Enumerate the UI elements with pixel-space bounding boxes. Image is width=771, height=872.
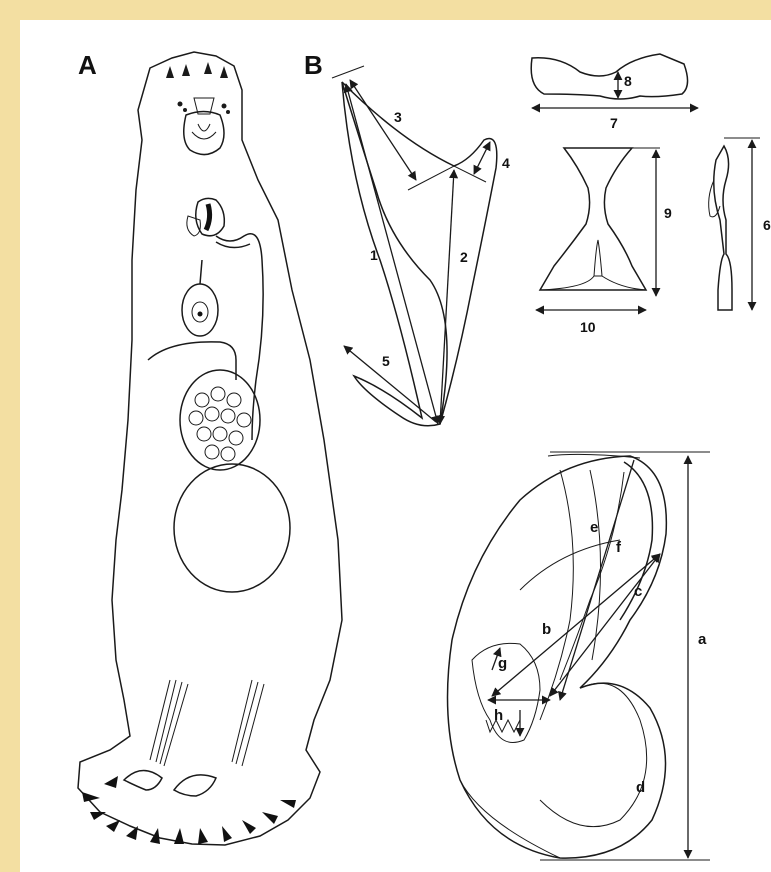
measure-e-label: e bbox=[590, 519, 598, 536]
lateral-view-drawing: a b c d e f g h bbox=[448, 452, 711, 860]
measure-1-arrow bbox=[346, 84, 438, 424]
measure-2-label: 2 bbox=[460, 249, 468, 265]
measure-6-label: 6 bbox=[763, 217, 771, 233]
measure-g-label: g bbox=[498, 655, 507, 672]
measure-3-arrow bbox=[350, 80, 416, 180]
measure-2-arrow bbox=[440, 170, 454, 424]
measure-1-label: 1 bbox=[370, 247, 378, 263]
rotifer-body-drawing bbox=[78, 52, 342, 845]
figure-panel: 1 2 3 4 5 8 7 9 10 6 bbox=[20, 20, 771, 872]
measure-10-label: 10 bbox=[580, 319, 596, 335]
measure-5-label: 5 bbox=[382, 353, 390, 369]
measure-h-label: h bbox=[494, 707, 503, 724]
vitellarium-cells bbox=[189, 387, 251, 461]
measure-9-label: 9 bbox=[664, 205, 672, 221]
panel-b-label: B bbox=[304, 50, 323, 80]
measure-b-label: b bbox=[542, 621, 551, 638]
measure-4-arrow bbox=[474, 142, 490, 174]
measure-a-label: a bbox=[698, 631, 707, 648]
measure-4-label: 4 bbox=[502, 155, 510, 171]
measure-c-arrow bbox=[550, 554, 660, 696]
measure-b-arrow bbox=[492, 554, 660, 696]
measure-5-arrow bbox=[344, 346, 436, 422]
head-spines bbox=[166, 62, 228, 78]
trophi-measurement-drawing: 1 2 3 4 5 8 7 9 10 6 bbox=[332, 54, 771, 426]
measure-8-label: 8 bbox=[624, 73, 632, 89]
measure-d-label: d bbox=[636, 779, 645, 796]
measure-f-label: f bbox=[616, 539, 622, 556]
measure-c-label: c bbox=[634, 583, 642, 600]
measure-3-label: 3 bbox=[394, 109, 402, 125]
panel-a-label: A bbox=[78, 50, 97, 80]
measure-7-label: 7 bbox=[610, 115, 618, 131]
figure-svg: 1 2 3 4 5 8 7 9 10 6 bbox=[20, 20, 771, 872]
measure-e-arrow bbox=[560, 460, 634, 700]
